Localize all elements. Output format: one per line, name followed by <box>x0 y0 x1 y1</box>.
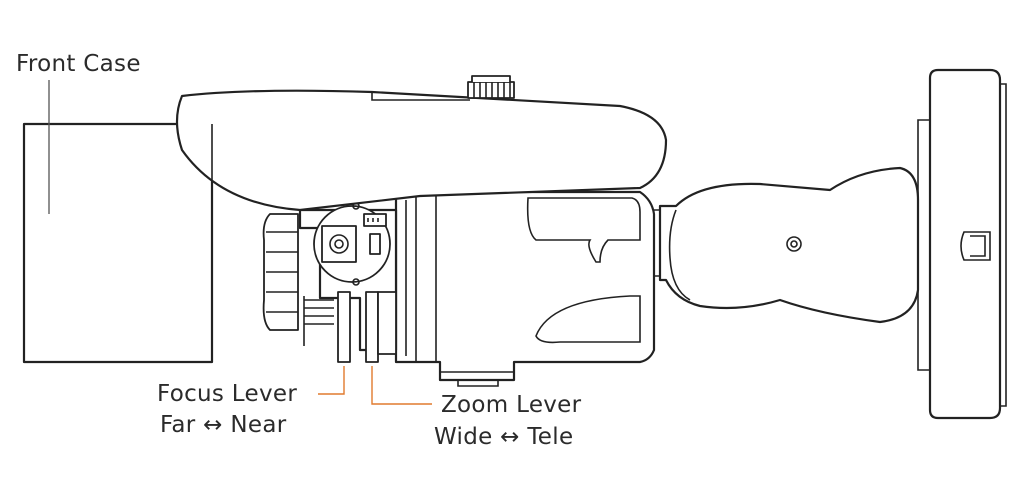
focus-lever-leader <box>318 366 345 395</box>
zoom-lever-label: Zoom Lever <box>441 392 582 418</box>
top-screw-knob <box>467 75 515 99</box>
sun-shield <box>175 89 668 212</box>
zoom-lever-leader <box>371 366 432 405</box>
lens-adjust-module <box>262 202 398 363</box>
wall-base-plate <box>917 68 1007 420</box>
mount-arm <box>652 166 920 324</box>
front-case <box>22 122 214 364</box>
camera-body <box>394 190 656 387</box>
front-case-label: Front Case <box>16 51 141 77</box>
zoom-range-label: Wide ↔ Tele <box>434 424 574 450</box>
focus-range-label: Far ↔ Near <box>160 412 287 438</box>
focus-lever-label: Focus Lever <box>157 381 298 407</box>
